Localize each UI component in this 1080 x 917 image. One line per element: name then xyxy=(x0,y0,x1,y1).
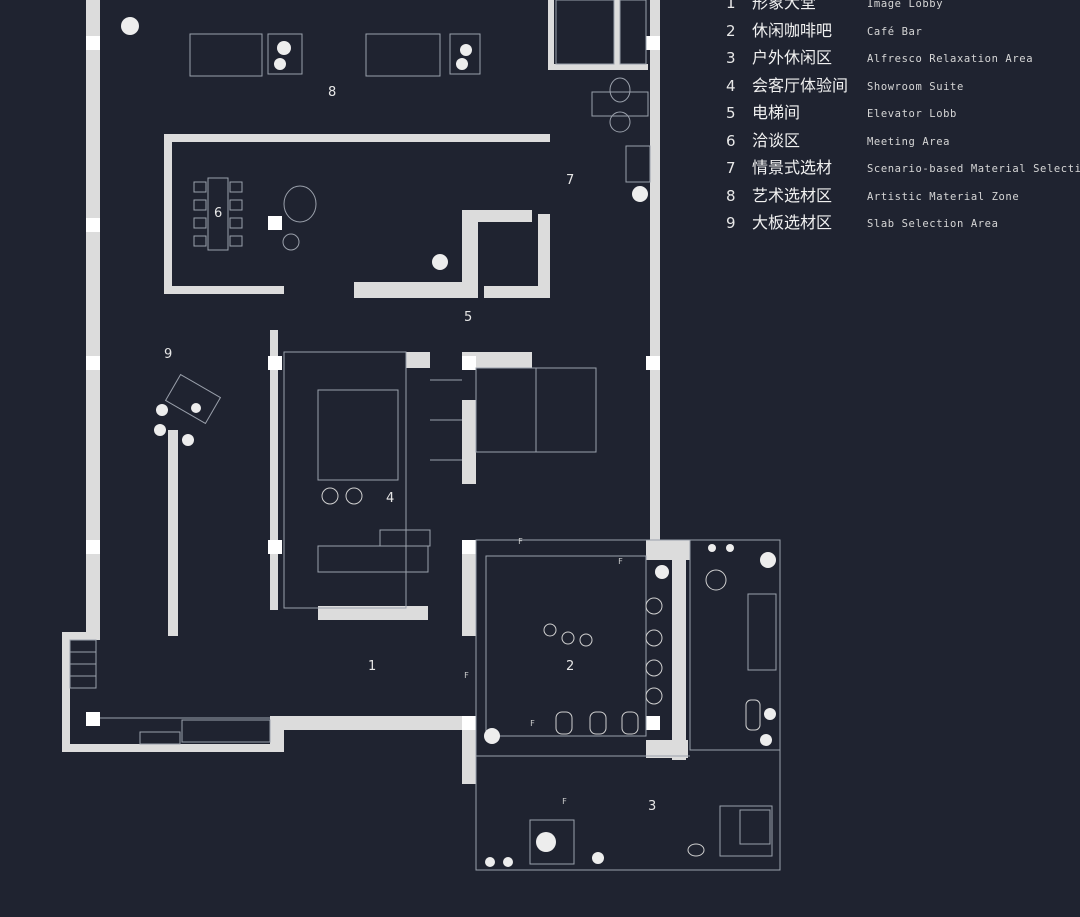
legend-number: 2 xyxy=(726,21,736,40)
legend-chinese-label: 休闲咖啡吧 xyxy=(752,20,833,40)
legend-item: 2 休闲咖啡吧 Café Bar xyxy=(722,20,1078,48)
legend-number: 3 xyxy=(726,49,736,67)
door-mark: F xyxy=(530,719,535,728)
plants xyxy=(121,17,776,867)
zone-label-1: 1 xyxy=(368,659,376,674)
legend-english-label: Image Lobby xyxy=(867,0,944,10)
legend-number: 4 xyxy=(726,76,736,95)
door-mark: F xyxy=(464,671,469,680)
legend-item: 4 会客厅体验间 Showroom Suite xyxy=(722,75,1078,103)
door-mark: F xyxy=(562,797,567,806)
zone-label-3: 3 xyxy=(648,799,656,814)
legend-item: 3 户外休闲区 Alfresco Relaxation Area xyxy=(722,47,1078,75)
legend-chinese-label: 电梯间 xyxy=(752,103,801,122)
round-fixtures xyxy=(321,487,761,857)
legend-item: 7 情景式选材 Scenario-based Material Selectio… xyxy=(722,157,1080,185)
legend-number: 7 xyxy=(726,159,736,177)
thin-lines xyxy=(69,0,781,871)
legend-chinese-label: 洽谈区 xyxy=(752,130,801,150)
legend-english-label: Scenario-based Material Selection xyxy=(867,163,1080,175)
legend-english-label: Elevator Lobb xyxy=(867,108,957,120)
door-marks: F F F F F xyxy=(464,537,623,806)
legend-english-label: Artistic Material Zone xyxy=(867,190,1020,203)
zone-label-6: 6 xyxy=(214,206,222,221)
legend-chinese-label: 形象大堂 xyxy=(752,0,817,12)
zone-numbers: 1 2 3 4 5 6 7 8 9 xyxy=(164,85,656,814)
legend-number: 6 xyxy=(726,131,736,150)
legend-item: 9 大板选材区 Slab Selection Area xyxy=(722,212,1078,240)
legend: 1 形象大堂 Image Lobby 2 休闲咖啡吧 Café Bar 3 户外… xyxy=(722,0,1080,240)
zone-label-2: 2 xyxy=(566,659,574,674)
legend-chinese-label: 户外休闲区 xyxy=(752,48,833,67)
legend-number: 9 xyxy=(726,214,736,232)
legend-english-label: Alfresco Relaxation Area xyxy=(867,53,1034,65)
legend-chinese-label: 情景式选材 xyxy=(752,158,833,177)
door-mark: F xyxy=(618,557,623,566)
zone-label-7: 7 xyxy=(566,173,574,188)
legend-item: 5 电梯间 Elevator Lobb xyxy=(722,102,1078,130)
door-mark: F xyxy=(518,537,523,546)
legend-item: 6 洽谈区 Meeting Area xyxy=(722,130,1078,158)
legend-number: 8 xyxy=(726,186,736,205)
walls xyxy=(62,0,690,784)
zone-label-9: 9 xyxy=(164,347,172,362)
zone-label-8: 8 xyxy=(328,85,336,100)
legend-number: 5 xyxy=(726,104,736,122)
legend-chinese-label: 大板选材区 xyxy=(752,213,833,232)
legend-english-label: Café Bar xyxy=(867,25,923,38)
legend-english-label: Meeting Area xyxy=(867,135,951,148)
legend-item: 8 艺术选材区 Artistic Material Zone xyxy=(722,185,1078,213)
legend-chinese-label: 会客厅体验间 xyxy=(752,75,849,95)
legend-number: 1 xyxy=(726,0,736,12)
legend-english-label: Slab Selection Area xyxy=(867,218,999,230)
zone-label-5: 5 xyxy=(464,310,472,325)
zone-label-4: 4 xyxy=(386,491,394,506)
legend-item: 1 形象大堂 Image Lobby xyxy=(722,0,1078,20)
legend-chinese-label: 艺术选材区 xyxy=(752,185,833,205)
legend-english-label: Showroom Suite xyxy=(867,80,964,93)
